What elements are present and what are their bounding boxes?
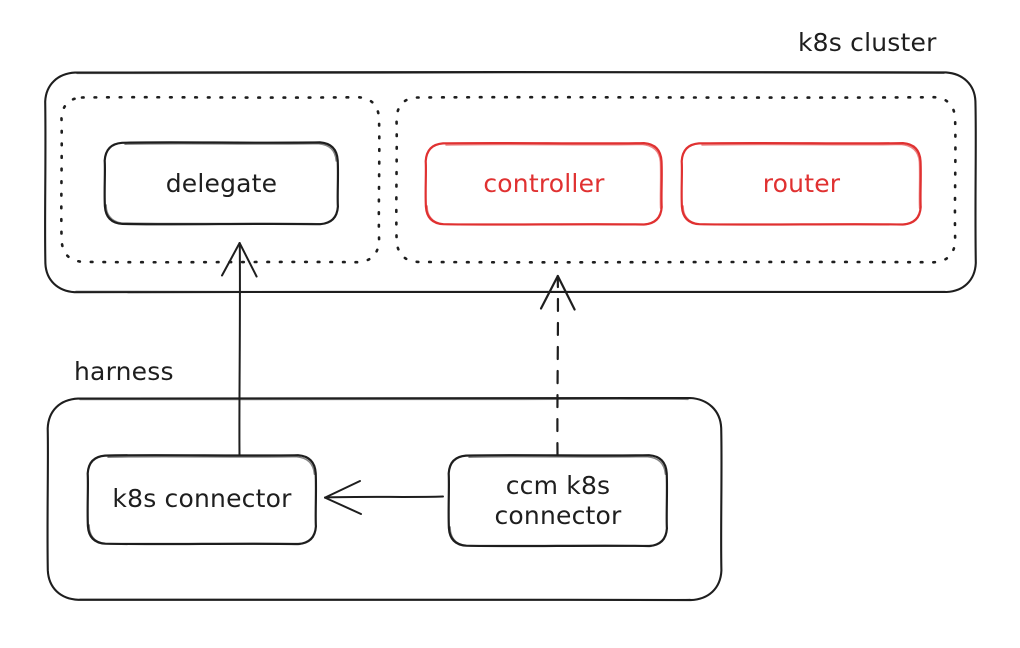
ccm-connector-line-2: connector: [494, 501, 622, 530]
node-label-delegate: delegate: [165, 168, 278, 198]
k8s-cluster-caption: k8s cluster: [798, 28, 937, 57]
node-router[interactable]: [680, 141, 922, 226]
harness-container[interactable]: [46, 396, 723, 602]
node-k8s-connector[interactable]: [86, 454, 318, 546]
edge-ccm-connector-to-service-namespace[interactable]: [539, 274, 576, 457]
node-label-k8s-connector: k8s connector: [112, 483, 292, 513]
node-ccm-k8s-connector[interactable]: [447, 454, 669, 548]
node-label-controller: controller: [483, 168, 605, 198]
node-delegate[interactable]: [103, 141, 340, 226]
harness-caption: harness: [74, 357, 174, 386]
delegate-namespace-group[interactable]: [60, 95, 381, 264]
node-controller[interactable]: [424, 141, 663, 226]
edge-k8s-connector-to-delegate[interactable]: [221, 242, 258, 456]
edge-ccm-connector-to-k8s-connector[interactable]: [324, 480, 444, 515]
node-label-ccm-k8s-connector: ccm k8s connector: [449, 470, 667, 532]
k8s-cluster-container[interactable]: [44, 70, 977, 294]
service-namespace-group[interactable]: [395, 95, 957, 264]
ccm-connector-line-1: ccm k8s: [505, 470, 611, 500]
node-label-router: router: [762, 168, 841, 198]
